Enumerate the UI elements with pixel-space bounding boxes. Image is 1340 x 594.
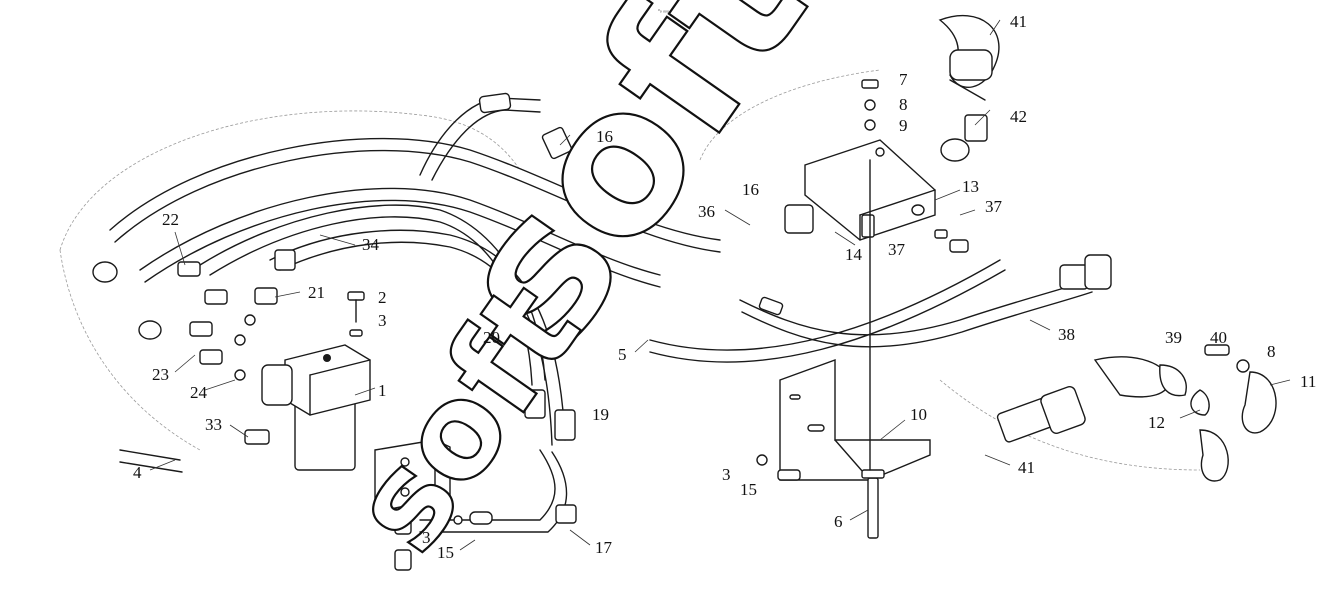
leader-lines <box>149 19 1291 551</box>
callout-label: 12 <box>1148 413 1165 432</box>
callout-label: 7 <box>899 70 908 89</box>
outline-envelope-left <box>59 110 521 251</box>
callout-label: 5 <box>618 345 627 364</box>
callout-label: 41 <box>1018 458 1035 477</box>
callout-label: 11 <box>1300 372 1316 391</box>
callout-label: 6 <box>834 512 843 531</box>
callout-label: 24 <box>190 383 208 402</box>
callout-labels: 41 7 8 9 42 16 13 37 36 16 14 37 22 34 2… <box>133 12 1316 562</box>
callout-label: 37 <box>888 240 906 259</box>
callout-label: 3 <box>422 528 431 547</box>
callout-label: 34 <box>362 235 380 254</box>
outline-envelope-left-lower <box>59 249 201 451</box>
hose-bundle <box>109 97 1093 533</box>
callout-label: 21 <box>308 283 325 302</box>
callout-label: 15 <box>740 480 757 499</box>
header-mark: ᵒₒ ₒₒₒ <box>658 8 669 14</box>
callout-label: 20 <box>483 328 500 347</box>
callout-label: 17 <box>595 538 613 557</box>
callout-label: 23 <box>152 365 169 384</box>
callout-label: 3 <box>722 465 731 484</box>
callout-label: 19 <box>592 405 609 424</box>
mounting-bracket <box>779 359 931 481</box>
mounting-plate <box>374 439 493 571</box>
callout-label: 14 <box>845 245 863 264</box>
callout-label: 10 <box>910 405 927 424</box>
fittings <box>92 92 1112 524</box>
filter-housing <box>261 344 371 471</box>
outline-envelope-right <box>699 69 881 161</box>
callout-label: 36 <box>698 202 715 221</box>
callout-label: 42 <box>1010 107 1027 126</box>
callout-label: 3 <box>378 311 387 330</box>
callout-label: 40 <box>1210 328 1227 347</box>
elbow-fitting <box>938 14 1000 101</box>
callout-label: 39 <box>1165 328 1182 347</box>
callout-label: 38 <box>1058 325 1075 344</box>
callout-label: 9 <box>899 116 908 135</box>
callout-label: 15 <box>437 543 454 562</box>
outline-envelope-right-lower <box>939 379 1201 471</box>
callout-label: 22 <box>162 210 179 229</box>
callout-label: 1 <box>378 381 387 400</box>
callout-label: 16 <box>742 180 759 199</box>
callout-label: 37 <box>985 197 1003 216</box>
callout-label: 2 <box>378 288 387 307</box>
callout-label: 41 <box>1010 12 1027 31</box>
hardware <box>234 79 1277 539</box>
callout-label: 4 <box>133 463 142 482</box>
callout-label: 13 <box>962 177 979 196</box>
callout-label: 33 <box>205 415 222 434</box>
watermark: soft soft <box>320 0 852 579</box>
callout-label: 8 <box>899 95 908 114</box>
callout-label: 16 <box>596 127 613 146</box>
callout-label: 8 <box>1267 342 1276 361</box>
